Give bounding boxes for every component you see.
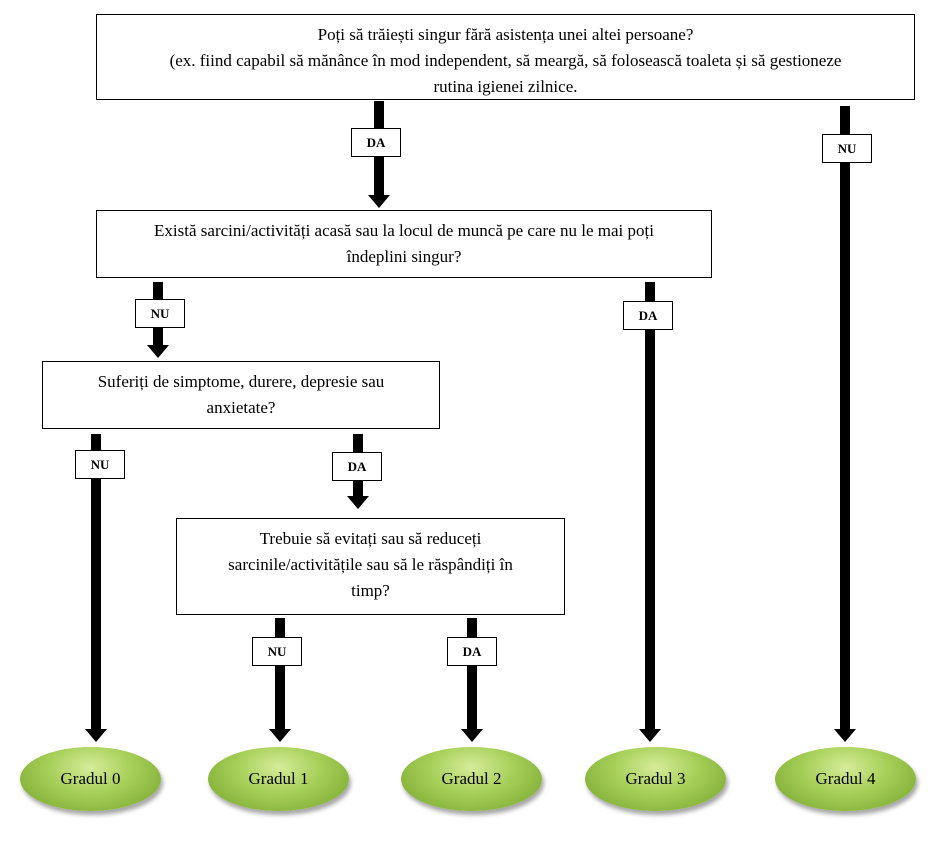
question-1-line: rutina igienei zilnice. (433, 77, 578, 96)
question-1-line: Poți să trăiești singur fără asistența u… (317, 25, 694, 44)
arrow-q1-yes-head (368, 195, 390, 208)
arrow-q4-no-head (269, 729, 291, 742)
arrow-q3-no (91, 434, 101, 729)
arrow-q2-yes (645, 282, 655, 729)
arrow-q4-yes-head (461, 729, 483, 742)
arrow-q1-no (840, 106, 850, 729)
q1-no-label: NU (822, 134, 872, 163)
question-1-box: Poți să trăiești singur fără asistența u… (96, 14, 915, 100)
arrow-q3-no-head (85, 729, 107, 742)
q1-yes-label: DA (351, 128, 401, 157)
question-2-box: Există sarcini/activități acasă sau la l… (96, 210, 712, 278)
arrow-q4-no (275, 618, 285, 729)
arrow-q3-yes-head (347, 496, 369, 509)
q4-yes-label: DA (447, 637, 497, 666)
question-4-line: timp? (351, 581, 390, 600)
question-3-line: Suferiți de simptome, durere, depresie s… (97, 372, 385, 391)
q3-yes-label: DA (332, 452, 382, 481)
arrow-q4-yes (467, 618, 477, 729)
q3-no-label: NU (75, 450, 125, 479)
q2-no-label: NU (135, 299, 185, 328)
outcome-gradul-4: Gradul 4 (775, 747, 916, 811)
q2-yes-label: DA (623, 301, 673, 330)
question-1-line: (ex. fiind capabil să mănânce în mod ind… (169, 51, 842, 70)
arrow-q2-yes-head (639, 729, 661, 742)
question-2-line: Există sarcini/activități acasă sau la l… (154, 221, 654, 240)
arrow-q2-no-head (147, 345, 169, 358)
question-4-box: Trebuie să evitați sau să reduceți sarci… (176, 518, 565, 615)
q4-no-label: NU (252, 637, 302, 666)
outcome-gradul-1: Gradul 1 (208, 747, 349, 811)
outcome-gradul-0: Gradul 0 (20, 747, 161, 811)
outcome-gradul-2: Gradul 2 (401, 747, 542, 811)
question-3-box: Suferiți de simptome, durere, depresie s… (42, 361, 440, 429)
question-3-line: anxietate? (206, 398, 276, 417)
question-4-line: sarcinile/activitățile sau să le răspând… (228, 555, 513, 574)
arrow-q1-no-head (834, 729, 856, 742)
question-4-line: Trebuie să evitați sau să reduceți (259, 529, 482, 548)
question-2-line: îndeplini singur? (346, 247, 462, 266)
outcome-gradul-3: Gradul 3 (585, 747, 726, 811)
